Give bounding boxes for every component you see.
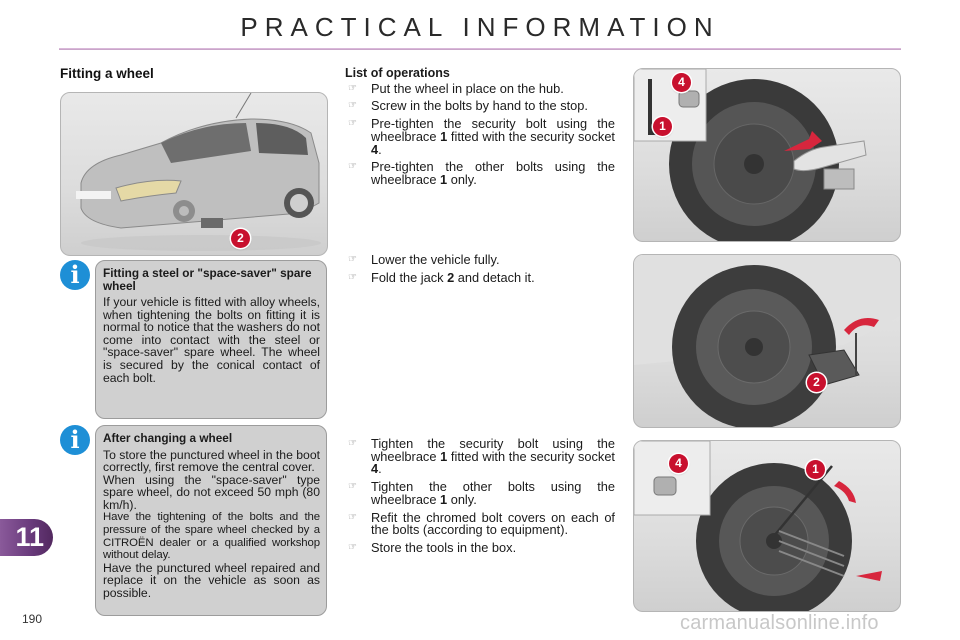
section-title: Fitting a wheel <box>60 66 154 81</box>
operation-step: ☞ Pre-tighten the other bolts using the … <box>348 159 615 187</box>
pointing-hand-icon: ☞ <box>348 100 357 112</box>
page-title: PRACTICAL INFORMATION <box>240 12 720 42</box>
callout-jack-2: 2 <box>231 229 250 248</box>
info-box-spare-wheel: Fitting a steel or "space-saver" spare w… <box>95 260 327 419</box>
callout-jack-2: 2 <box>807 373 826 392</box>
operation-step: ☞ Refit the chromed bolt covers on each … <box>348 509 615 538</box>
callout-wheelbrace-1: 1 <box>806 460 825 479</box>
info-box-paragraph: When using the "space-saver" type spare … <box>103 472 320 512</box>
operations-title: List of operations <box>345 66 450 80</box>
wheelbrace-icon <box>634 441 882 611</box>
chapter-tab[interactable]: 11 <box>0 519 53 556</box>
pointing-hand-icon: ☞ <box>348 82 357 94</box>
lowering-jack-illustration: 2 <box>633 254 901 428</box>
operations-list-tighten: ☞ Tighten the security bolt using the wh… <box>345 436 615 560</box>
callout-socket-4: 4 <box>669 454 688 473</box>
pointing-hand-icon: ☞ <box>348 271 357 283</box>
pointing-hand-icon: ☞ <box>348 118 357 130</box>
info-box-title: Fitting a steel or "space-saver" spare w… <box>103 266 312 293</box>
operation-step: ☞ Put the wheel in place on the hub. <box>348 80 564 96</box>
callout-wheelbrace-1: 1 <box>653 117 672 136</box>
watermark: carmanualsonline.info <box>680 612 879 634</box>
operation-step: ☞ Pre-tighten the security bolt using th… <box>348 116 615 157</box>
operation-step: ☞ Fold the jack 2 and detach it. <box>348 269 535 285</box>
page-number: 190 <box>22 612 43 626</box>
pointing-hand-icon: ☞ <box>348 161 357 173</box>
info-box-body: If your vehicle is fitted with alloy whe… <box>103 295 320 385</box>
operation-step: ☞ Screw in the bolts by hand to the stop… <box>348 98 588 114</box>
operations-list-lower: ☞ Lower the vehicle fully. ☞ Fold the ja… <box>345 252 615 289</box>
operation-step: ☞ Tighten the security bolt using the wh… <box>348 436 615 477</box>
info-box-paragraph: To store the punctured wheel in the boot… <box>103 447 320 475</box>
pointing-hand-icon: ☞ <box>348 541 357 553</box>
pointing-hand-icon: ☞ <box>348 481 357 493</box>
tightening-bolts-illustration: 4 1 <box>633 440 901 612</box>
pointing-hand-icon: ☞ <box>348 438 357 449</box>
wheel-icon <box>634 69 867 241</box>
jack-icon <box>634 255 900 427</box>
pointing-hand-icon: ☞ <box>348 254 357 265</box>
operation-step: ☞ Store the tools in the box. <box>348 539 517 555</box>
car-icon <box>76 93 321 251</box>
info-icon: i <box>60 425 90 455</box>
operation-step: ☞ Tighten the other bolts using the whee… <box>348 479 615 507</box>
fitting-wheel-illustration: 4 1 <box>633 68 901 242</box>
info-icon: i <box>60 260 90 290</box>
callout-socket-4: 4 <box>672 73 691 92</box>
info-box-after-changing: After changing a wheel To store the punc… <box>95 425 327 616</box>
operations-list-fit: List of operations ☞ Put the wheel in pl… <box>345 67 615 192</box>
operation-step: ☞ Lower the vehicle fully. <box>348 252 500 267</box>
car-on-jack-illustration: 2 <box>60 92 328 256</box>
info-box-paragraph: Have the punctured wheel repaired and re… <box>103 560 320 601</box>
info-box-paragraph: Have the tightening of the bolts and the… <box>103 511 320 562</box>
info-box-title: After changing a wheel <box>103 431 233 445</box>
header-divider <box>59 48 901 50</box>
pointing-hand-icon: ☞ <box>348 511 357 523</box>
